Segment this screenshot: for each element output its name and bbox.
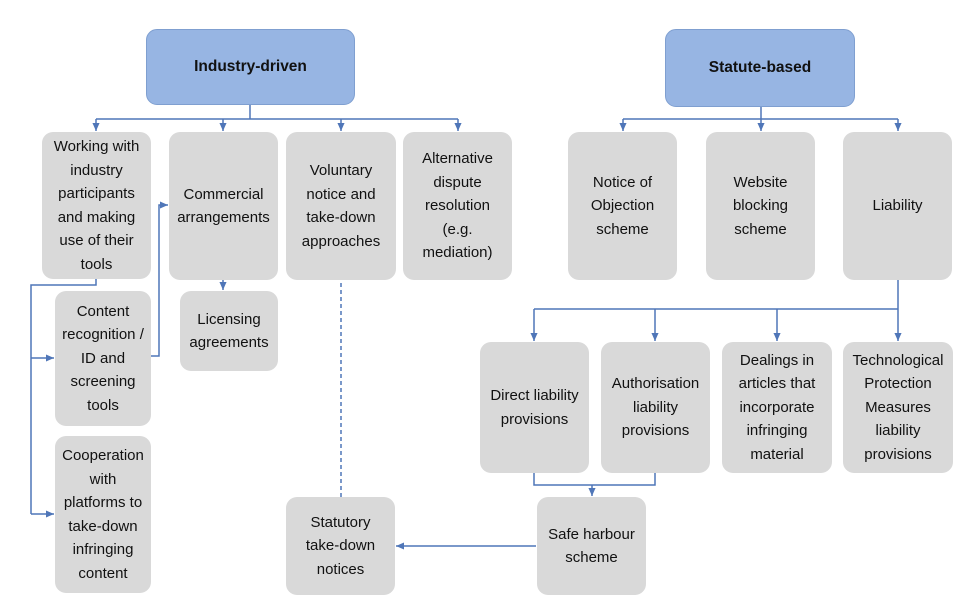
alternative-dispute-resolution-box: Alternative dispute resolution (e.g. med… xyxy=(403,132,512,280)
statute-based-header: Statute-based xyxy=(665,29,855,107)
safe-harbour-box: Safe harbour scheme xyxy=(537,497,646,595)
voluntary-notice-box: Voluntary notice and take-down approache… xyxy=(286,132,396,280)
authorisation-liability-box: Authorisation liability provisions xyxy=(601,342,710,473)
industry-driven-header: Industry-driven xyxy=(146,29,355,105)
statute-based-title: Statute-based xyxy=(708,59,812,77)
website-blocking-box: Website blocking scheme xyxy=(706,132,815,280)
direct-liability-box: Direct liability provisions xyxy=(480,342,589,473)
commercial-arrangements-box: Commercial arrangements xyxy=(169,132,278,280)
content-recognition-box: Content recognition / ID and screening t… xyxy=(55,291,151,426)
direct-to-safe-harbour xyxy=(533,473,592,486)
dealings-in-articles-box: Dealings in articles that incorporate in… xyxy=(722,342,832,473)
cooperation-with-platforms-box: Cooperation with platforms to take-down … xyxy=(55,436,151,593)
statutory-takedown-box: Statutory take-down notices xyxy=(286,497,395,595)
working-with-stem xyxy=(30,279,97,514)
authorisation-to-safe-harbour xyxy=(592,473,656,486)
industry-driven-title: Industry-driven xyxy=(194,58,307,76)
working-with-industry-box: Working with industry participants and m… xyxy=(42,132,151,279)
technological-protection-measures-box: Technological Protection Measures liabil… xyxy=(843,342,953,473)
liability-box: Liability xyxy=(843,132,952,280)
notice-of-objection-box: Notice of Objection scheme xyxy=(568,132,677,280)
licensing-agreements-box: Licensing agreements xyxy=(180,291,278,371)
arrow-recognition-to-commercial xyxy=(151,201,168,357)
